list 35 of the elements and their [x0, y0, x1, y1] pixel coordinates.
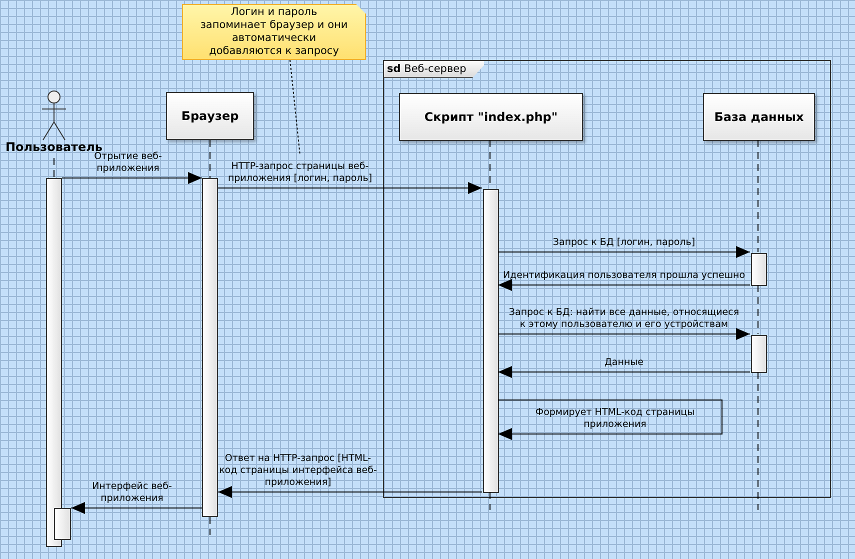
message-arrow — [498, 328, 750, 340]
activation-bar — [751, 335, 767, 373]
message-arrow — [70, 502, 202, 514]
edge-label: Формирует HTML-код страницы приложения — [535, 407, 695, 431]
participant-name: Браузер — [181, 109, 239, 123]
message-arrow — [498, 366, 750, 378]
note-text: Логин и пароль запоминает браузер и они автоматически добавляются к запросу — [199, 6, 349, 58]
message-arrow — [498, 246, 750, 258]
lifeline-header — [166, 92, 254, 140]
message-arrow — [218, 486, 482, 498]
participant-name: База данных — [714, 110, 804, 124]
participant-name: Скрипт "index.php" — [424, 110, 558, 124]
lifeline-header — [703, 93, 815, 141]
edge-label: Отрытие веб-приложения — [94, 151, 163, 175]
edge-label: Запрос к БД [логин, пароль] — [552, 237, 696, 249]
lifeline-header — [399, 93, 583, 141]
message-arrow — [62, 172, 202, 184]
leader-line — [290, 60, 300, 156]
edge-label: Данные — [603, 357, 644, 369]
message-arrow — [498, 279, 750, 291]
edge-label: Ответ на HTTP-запрос [HTML-код страницы интерфейса веб-приложения] — [218, 453, 378, 489]
activation-bar — [46, 178, 62, 547]
activation-bar — [483, 189, 499, 493]
message-arrow — [498, 400, 722, 440]
activation-bar — [202, 178, 218, 517]
activation-bar — [54, 508, 71, 540]
frame — [383, 60, 831, 498]
note — [182, 4, 366, 60]
activation-bar — [751, 253, 767, 286]
message-arrow — [218, 182, 482, 194]
frame-title: sd Веб-сервер — [384, 61, 484, 78]
edge-label: Запрос к БД: найти все данные, относящиеся к этому пользователю и его устройствам — [508, 307, 740, 331]
edge-label: HTTP-запрос страницы веб-приложения [логин, пароль] — [226, 161, 374, 185]
edge-label: Идентификация пользователя прошла успешно — [502, 270, 746, 282]
edge-label: Интерфейс веб-приложения — [91, 481, 173, 505]
